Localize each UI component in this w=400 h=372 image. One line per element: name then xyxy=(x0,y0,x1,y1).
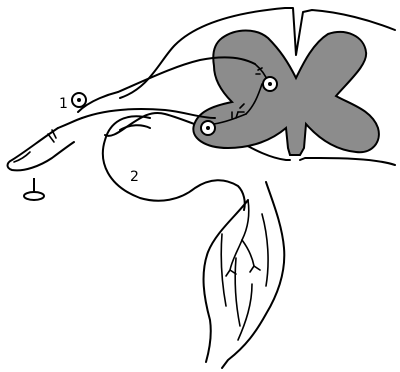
cell-body-interneuron xyxy=(263,77,277,91)
label-neuron-2: 2 xyxy=(130,169,139,185)
cell-body-motor xyxy=(201,121,215,135)
label-neuron-1: 1 xyxy=(59,96,68,112)
pin-receptor-icon xyxy=(24,178,44,200)
cell-body-sensory xyxy=(72,93,86,107)
finger-icon xyxy=(8,128,75,170)
grey-matter xyxy=(193,31,379,156)
